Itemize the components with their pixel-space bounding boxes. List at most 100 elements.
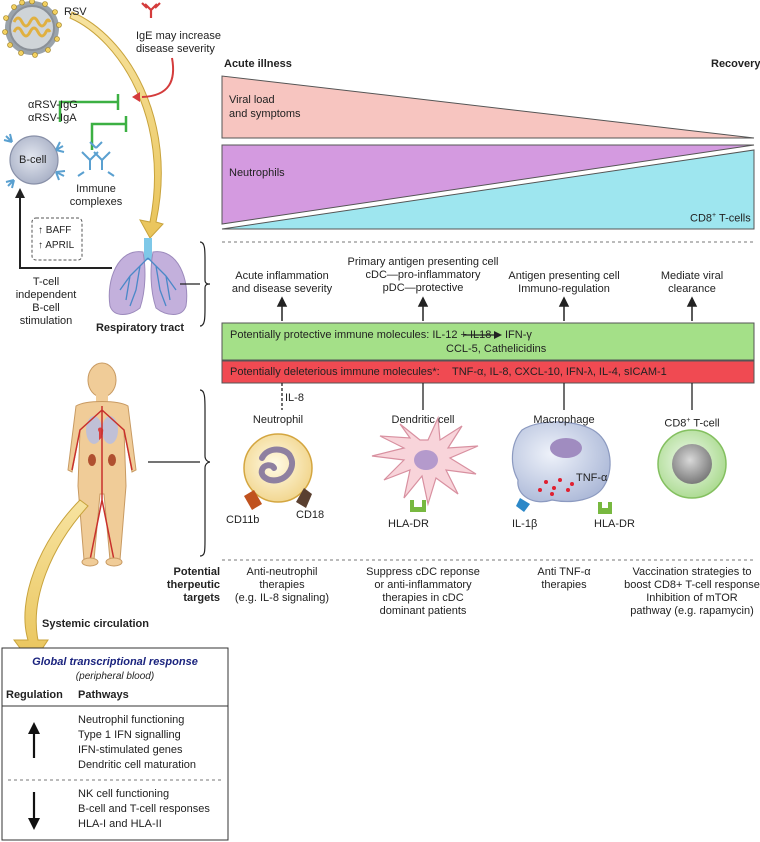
ige-label-line1: IgE may increase [136,30,221,42]
neutrophil-icon [243,433,313,510]
baff-text: BAFF [45,225,72,236]
acute-illness-label: Acute illness [224,58,292,70]
b-cell-icon [3,133,66,189]
april-text: APRIL [45,240,75,251]
target-tcell-line2: boost CD8+ T-cell response [624,579,760,591]
macrophage-icon [511,421,612,514]
il8-label: IL-8 [285,392,304,404]
cd8-cell-sup: + [686,417,691,424]
viral-load-line2: and symptoms [229,108,301,120]
immune-complexes-line1: Immune [76,183,116,195]
role-dendritic-line2: cDC—pro-inflammatory [365,269,481,281]
up-pathway-2: Type 1 IFN signalling [78,729,181,741]
down-pathway-2: B-cell and T-cell responses [78,803,210,815]
systemic-arrow [13,499,89,665]
ige-label-line2: disease severity [136,43,215,55]
targets-header-line1: Potential [173,566,220,578]
role-tcell-line1: Mediate viral [660,270,724,282]
role-dendritic-line3: pDC—protective [382,282,464,294]
deleterious-prefix: Potentially deleterious immune molecules… [230,366,440,378]
tcell-independent-line4: stimulation [19,315,73,327]
protective-line2: CCL-5, Cathelicidins [446,343,547,355]
april-label: ↑ APRIL [38,240,75,251]
global-subtitle: (peripheral blood) [75,671,155,682]
rsv-label: RSV [64,6,87,18]
up-pathway-3: IFN-stimulated genes [78,744,183,756]
target-neutrophil-line3: (e.g. IL-8 signaling) [234,592,330,604]
tcell-independent-line3: B-cell [32,302,60,314]
target-neutrophil-line1: Anti-neutrophil [246,566,318,578]
up-pathway-1: Neutrophil functioning [78,714,185,726]
infection-arrow [69,11,164,239]
rsv-virus-icon [2,0,62,58]
cd8-tcell-label: CD8+ T-cell [664,414,719,431]
ige-arrow [141,57,175,98]
target-macrophage-line2: therapies [541,579,587,591]
regulation-header: Regulation [6,689,63,701]
cd8-band [221,149,755,230]
target-macrophage-line1: Anti TNF-α [537,566,591,578]
dendritic-label: Dendritic cell [391,414,455,426]
pathways-header: Pathways [78,689,129,701]
role-macrophage-line1: Antigen presenting cell [508,270,620,282]
target-dendritic-line1: Suppress cDC reponse [366,566,480,578]
human-body-icon [67,362,137,567]
neutrophils-label: Neutrophils [229,167,285,179]
role-tcell-line2: clearance [668,283,716,295]
targets-header-line2: therpeutic [166,579,220,591]
antibody-iga-label: αRSV-IgA [28,112,77,124]
dendritic-cell-icon [371,415,479,512]
cd11b-label: CD11b [226,514,260,526]
target-dendritic-line2: or anti-inflammatory [374,579,472,591]
neutrophil-label: Neutrophil [252,414,304,426]
systemic-circulation-label: Systemic circulation [42,618,149,630]
target-neutrophil-line2: therapies [259,579,305,591]
neutrophils-band [221,144,755,225]
hla-dr-dendritic-label: HLA-DR [388,518,429,530]
immune-complexes-line2: complexes [69,196,123,208]
tnf-label: TNF-α [576,472,608,484]
cd18-label: CD18 [296,509,325,521]
viral-load-line1: Viral load [229,94,275,106]
ige-antibody-icon [141,2,161,18]
protective-line1-suffix: IFN-γ [505,329,532,341]
role-macrophage-line2: Immuno-regulation [518,283,610,295]
targets-header-line3: targets [183,592,220,604]
down-pathway-1: NK cell functioning [78,788,170,800]
recovery-label: Recovery [711,58,760,70]
role-neutrophil-line1: Acute inflammation [235,270,329,282]
role-neutrophil-line2: and disease severity [231,283,333,295]
macrophage-label: Macrophage [533,414,595,426]
viral-load-band [221,75,755,139]
b-cell-label: B-cell [19,154,47,166]
inhibition-arrows [58,94,128,150]
cd8-cell-suffix: T-cell [690,417,720,430]
global-response-box [1,647,229,841]
antibody-igg-label: αRSV-IgG [28,99,78,111]
down-pathway-3: HLA-I and HLA-II [78,818,162,830]
il1b-label: IL-1β [512,518,538,530]
deleterious-list: TNF-α, IL-8, CXCL-10, IFN-λ, IL-4, sICAM… [452,366,667,378]
tcell-independent-line1: T-cell [32,276,60,288]
role-dendritic-line1: Primary antigen presenting cell [347,256,499,268]
hla-dr-macrophage-label: HLA-DR [594,518,635,530]
up-pathway-4: Dendritic cell maturation [78,759,196,771]
cd8-text: CD8 [690,212,713,225]
respiratory-tract-label: Respiratory tract [95,322,185,334]
cd8-sup: + [712,212,717,219]
cd8-cell-text: CD8 [664,417,687,430]
lungs-icon [108,238,188,315]
target-tcell-line1: Vaccination strategies to [632,566,752,578]
protective-band [221,322,755,361]
target-dendritic-line3: therapies in cDC [382,592,464,604]
tcell-independent-line2: independent [15,289,77,301]
t-cell-icon [657,429,727,499]
cd8-suffix: T-cells [716,212,751,225]
immune-complex-icon [77,141,115,177]
target-tcell-line3: Inhibition of mTOR [646,592,738,604]
target-tcell-line4: pathway (e.g. rapamycin) [630,605,754,617]
global-title: Global transcriptional response [32,656,198,668]
baff-label: ↑ BAFF [38,225,72,236]
protective-line1-prefix: Potentially protective immune molecules:… [230,329,492,341]
